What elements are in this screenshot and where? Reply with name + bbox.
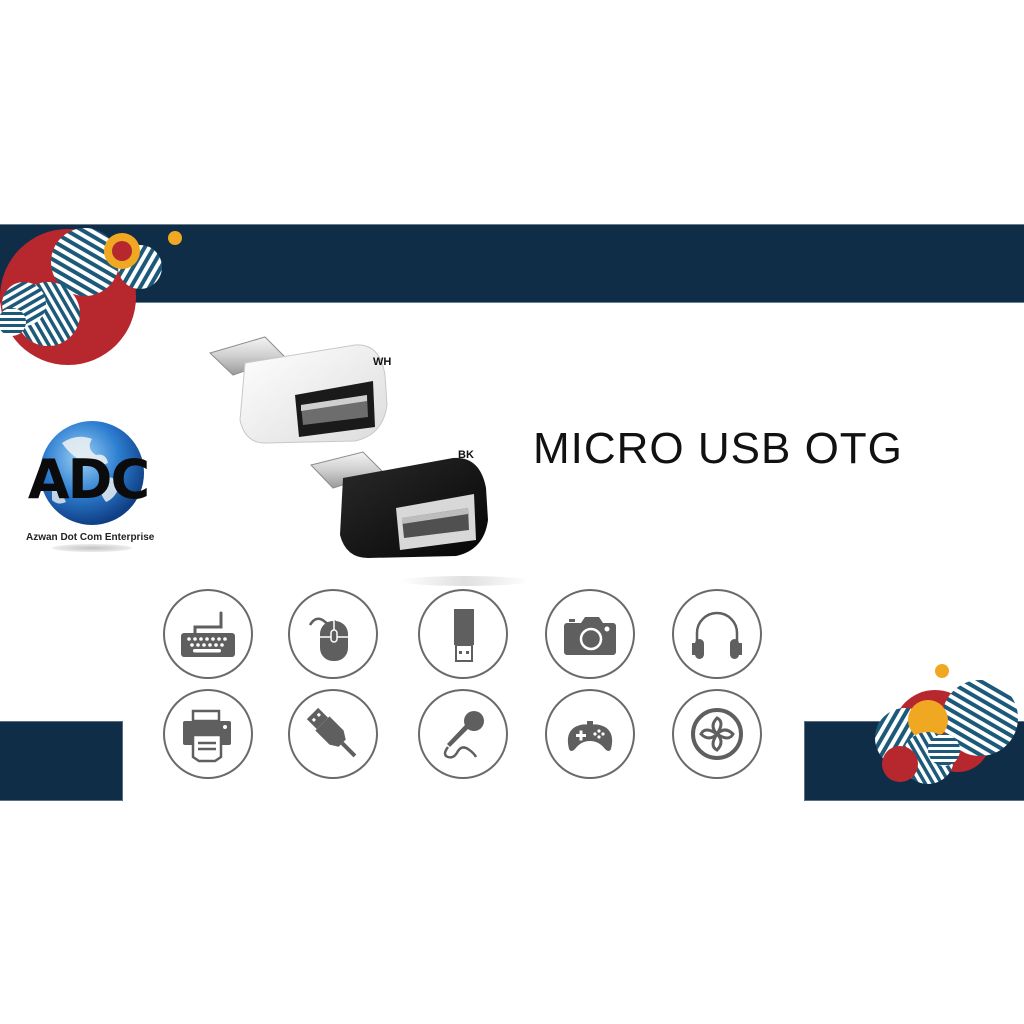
mouse-icon	[308, 617, 348, 661]
device-keyboard	[163, 589, 253, 679]
microphone-icon	[443, 711, 484, 759]
brand-logo: ADC Azwan Dot Com Enterprise	[22, 418, 157, 558]
device-mouse	[288, 589, 378, 679]
globe-icon: ADC	[28, 421, 150, 525]
device-headphones	[672, 589, 762, 679]
gamepad-icon	[567, 721, 613, 751]
keyboard-icon	[181, 611, 235, 657]
headphones-icon	[692, 611, 742, 659]
device-fan	[672, 689, 762, 779]
product-title: MICRO USB OTG	[533, 424, 903, 473]
product-white-adapter	[209, 336, 388, 444]
device-camera	[545, 589, 635, 679]
variant-label-black: BK	[458, 449, 474, 461]
printer-icon	[183, 709, 231, 763]
brand-name: Azwan Dot Com Enterprise	[26, 532, 155, 543]
bottom-left-navy-band	[0, 721, 123, 801]
device-usb-drive	[418, 589, 508, 679]
usb-drive-icon	[454, 609, 474, 662]
decorative-circles-bottom-right	[875, 664, 1018, 784]
product-shadow	[400, 576, 530, 586]
camera-icon	[564, 617, 616, 655]
device-usb-cable	[288, 689, 378, 779]
usb-cable-icon	[306, 707, 357, 758]
fan-icon	[691, 708, 743, 760]
product-black-adapter	[310, 451, 488, 558]
device-printer	[163, 689, 253, 779]
decorative-circles-top-left	[0, 228, 182, 365]
variant-label-white: WH	[373, 356, 392, 368]
logo-shadow	[52, 544, 132, 552]
svg-text:ADC: ADC	[28, 448, 148, 511]
device-gamepad	[545, 689, 635, 779]
device-microphone	[418, 689, 508, 779]
